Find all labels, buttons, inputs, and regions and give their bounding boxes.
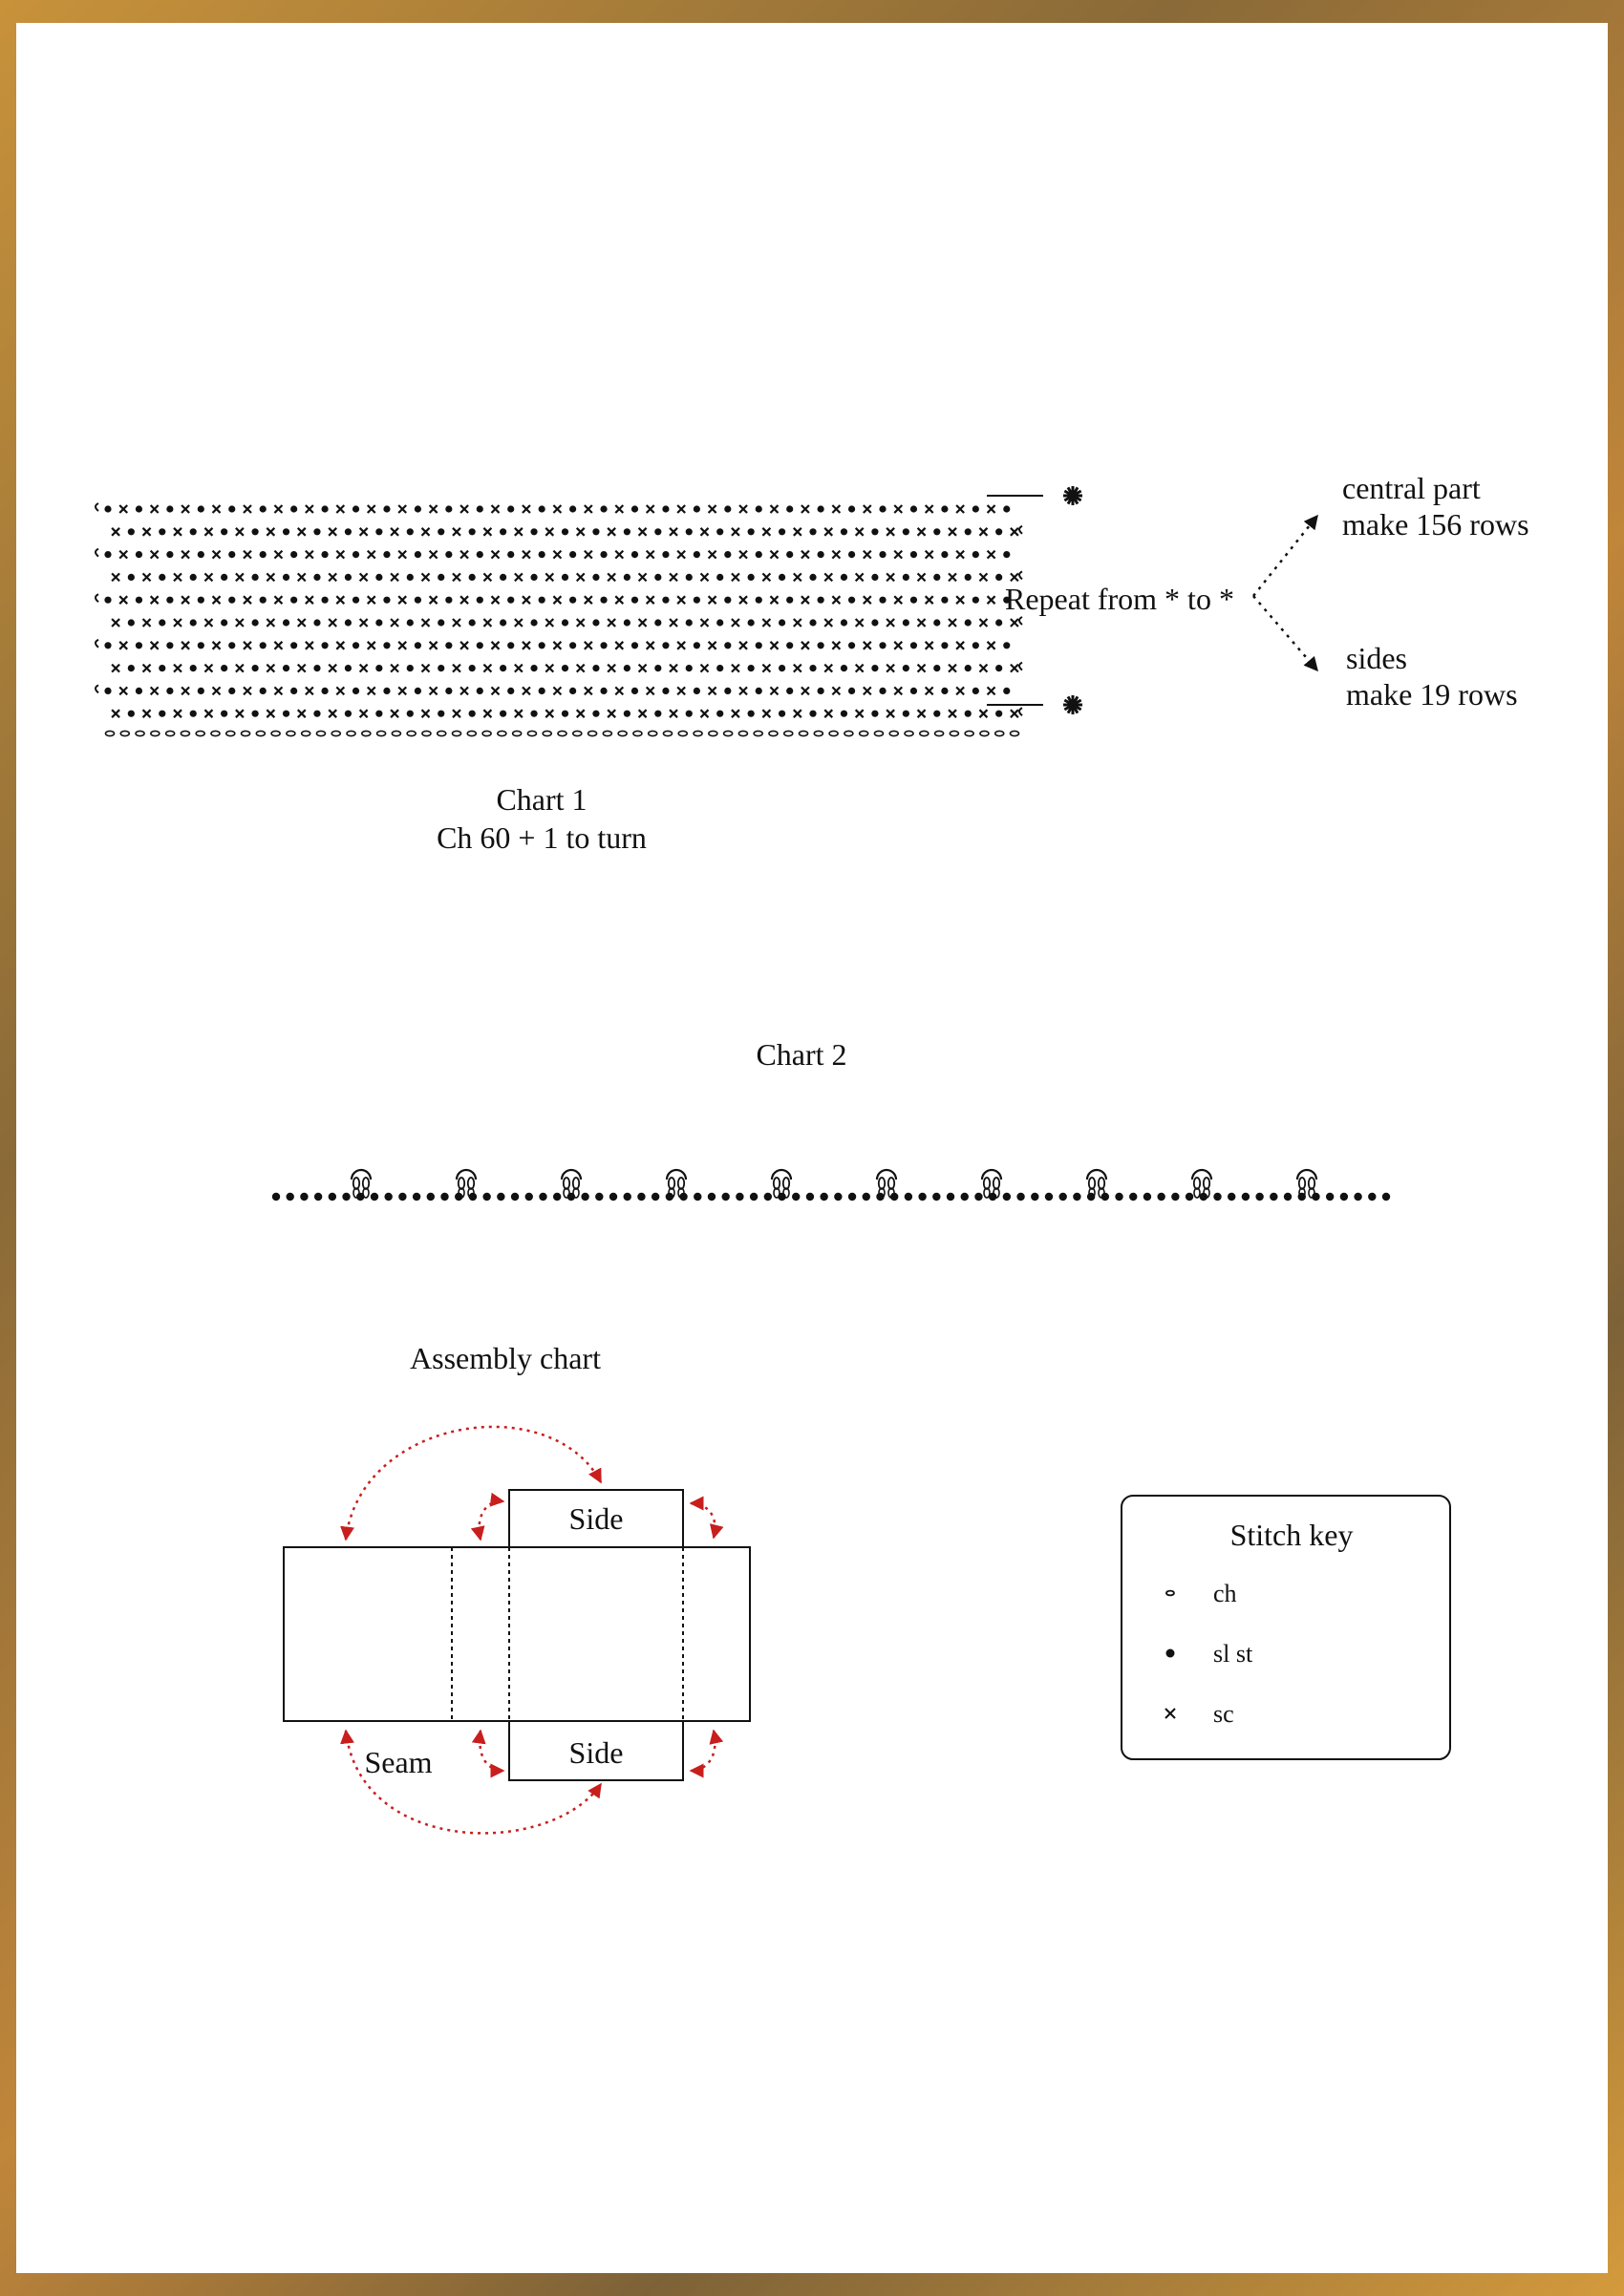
main-panel [283,1546,751,1722]
ch-icon [1165,1589,1175,1597]
corner-arrow [689,1729,724,1778]
seam-arrow-top-long [340,1425,603,1541]
chart2-title: Chart 2 [756,1037,846,1072]
stitch-key-ch-label: ch [1213,1580,1237,1607]
side-top-label: Side [569,1501,624,1536]
chart1-repeat-markers [987,495,1043,706]
branch-arrow-sides [1252,595,1318,672]
corner-arrow [470,1492,505,1541]
assembly-title: Assembly chart [410,1341,601,1375]
slst-icon [1165,1648,1175,1658]
asterisk-icon [1063,486,1082,714]
sides-label: sides [1346,641,1407,675]
pattern-diagram: Repeat from * to * central part make 156… [95,471,1529,1835]
stitch-key-title: Stitch key [1230,1518,1354,1552]
branch-arrow-central [1252,514,1318,597]
corner-arrow [689,1496,724,1540]
central-rows-label: make 156 rows [1342,507,1529,542]
repeat-label: Repeat from * to * [1005,582,1234,616]
chart2-stitch-row [271,1168,1391,1201]
stitch-key-sc-label: sc [1213,1700,1234,1728]
stitch-key-slst-label: sl st [1213,1640,1253,1668]
stitch-key-box: Stitch key ch sl st sc [1121,1495,1451,1760]
corner-arrow [471,1729,505,1778]
assembly-net [283,1489,751,1781]
chart1-subtitle: Ch 60 + 1 to turn [437,820,647,855]
central-part-label: central part [1342,471,1481,505]
seam-label: Seam [364,1745,432,1779]
side-bottom-label: Side [569,1735,624,1770]
chart1-stitch-grid [95,502,1023,737]
page: Repeat from * to * central part make 156… [16,23,1608,2273]
seam-arrows [340,1425,724,1835]
seam-arrow-bottom-long [340,1729,603,1835]
sc-icon [1165,1708,1176,1719]
sides-rows-label: make 19 rows [1346,677,1518,712]
chart1-title: Chart 1 [496,782,587,817]
